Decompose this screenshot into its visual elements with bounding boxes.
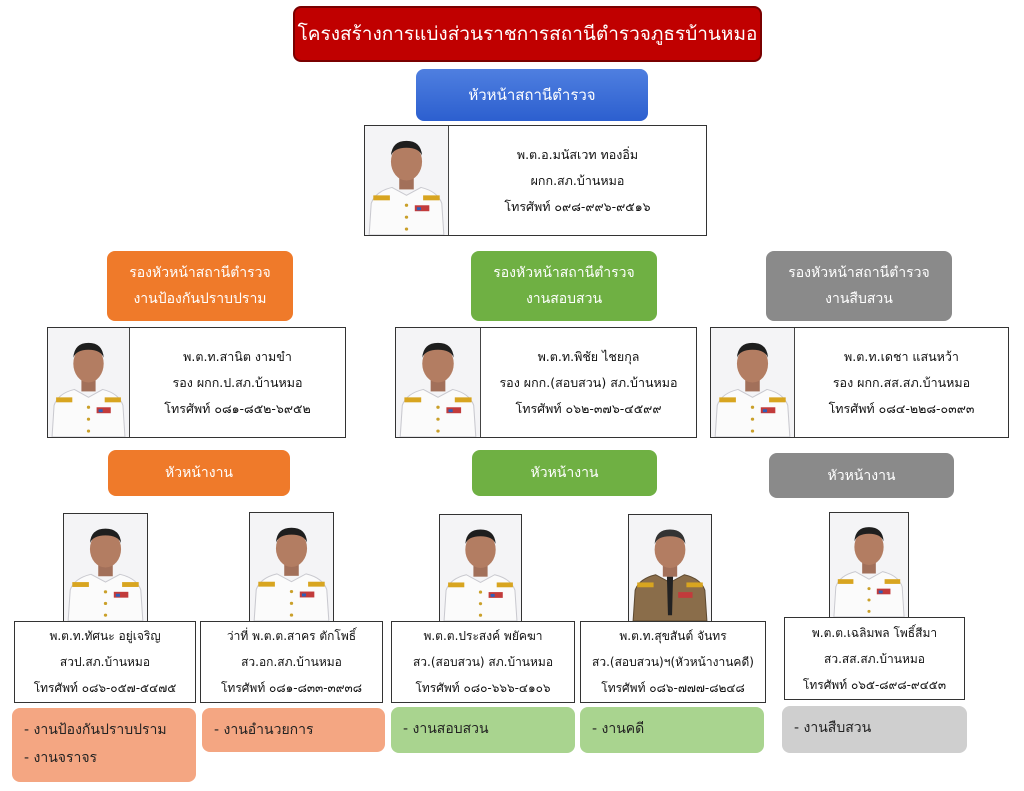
head-phone: โทรศัพท์ ๐๘๖-๐๕๗-๕๔๗๕ [33,681,177,695]
deputy-prevention-card: พ.ต.ท.สานิต งามขำ รอง ผกก.ป.สภ.บ้านหมอ โ… [47,327,346,438]
chief-header: หัวหน้าสถานีตำรวจ [416,69,648,121]
task-item: - งานคดี [592,721,645,737]
section-header-investigation: หัวหน้างาน [472,450,657,496]
deputy-crime-suppression-card: พ.ต.ท.เดชา แสนหว้า รอง ผกก.สส.สภ.บ้านหมอ… [710,327,1009,438]
head-position: สวป.สภ.บ้านหมอ [59,655,151,669]
head-name: พ.ต.ท.ทัศนะ อยู่เจริญ [49,629,161,643]
task-box: - งานคดี [580,707,764,753]
head-phone: โทรศัพท์ ๐๘๐-๖๖๖-๔๑๐๖ [415,681,551,695]
task-item: - งานอำนวยการ [214,722,314,738]
task-item: - งานสอบสวน [403,721,489,737]
chief-name: พ.ต.อ.มนัสเวท ทองอิ่ม [516,146,639,162]
head-photo [439,514,522,622]
deputy-header-unit: งานสอบสวน [525,291,603,307]
head-card: พ.ต.ต.เฉลิมพล โพธิ์สีมา สว.สส.สภ.บ้านหมอ… [784,617,965,700]
deputy-name: พ.ต.ท.สานิต งามขำ [183,348,292,364]
chief-position: ผกก.สภ.บ้านหมอ [530,172,625,188]
head-position: สว.(สอบสวน)ฯ(หัวหน้างานคดี) [592,655,754,669]
deputy-position: รอง ผกก.(สอบสวน) สภ.บ้านหมอ [499,374,678,390]
head-card: ว่าที่ พ.ต.ต.สาคร ตักโพธิ์ สว.อก.สภ.บ้าน… [200,621,383,703]
deputy-phone: โทรศัพท์ ๐๘๔-๒๒๘-๐๓๙๓ [828,400,975,416]
deputy-header-title: รองหัวหน้าสถานีตำรวจ [129,265,271,281]
head-position: สว.อก.สภ.บ้านหมอ [241,655,342,669]
deputy-crime-suppression-photo [711,328,795,437]
deputy-investigation-photo [396,328,481,437]
deputy-header-title: รองหัวหน้าสถานีตำรวจ [493,265,635,281]
head-photo [249,512,334,622]
chief-card: พ.ต.อ.มนัสเวท ทองอิ่ม ผกก.สภ.บ้านหมอ โทร… [364,125,707,236]
page-title: โครงสร้างการแบ่งส่วนราชการสถานีตำรวจภูธร… [293,6,762,62]
head-photo [628,514,712,622]
section-header-prevention: หัวหน้างาน [108,450,290,496]
head-photo [829,512,909,618]
head-name: พ.ต.ต.ประสงค์ พยัคฆา [423,629,543,643]
head-position: สว.(สอบสวน) สภ.บ้านหมอ [412,655,554,669]
deputy-position: รอง ผกก.ป.สภ.บ้านหมอ [172,374,303,390]
deputy-investigation-header: รองหัวหน้าสถานีตำรวจ งานสอบสวน [471,251,657,321]
head-phone: โทรศัพท์ ๐๘๑-๘๓๓-๓๙๓๘ [220,681,363,695]
head-phone: โทรศัพท์ ๐๘๖-๗๗๗-๘๒๔๘ [601,681,745,695]
task-box: - งานป้องกันปราบปราม - งานจราจร [12,708,196,782]
chief-info: พ.ต.อ.มนัสเวท ทองอิ่ม ผกก.สภ.บ้านหมอ โทร… [449,126,706,235]
head-name: พ.ต.ท.สุขสันต์ จันทร [619,629,727,643]
deputy-header-unit: งานสืบสวน [825,291,893,307]
head-card: พ.ต.ท.สุขสันต์ จันทร สว.(สอบสวน)ฯ(หัวหน้… [580,621,766,703]
deputy-phone: โทรศัพท์ ๐๘๑-๘๕๒-๖๙๕๒ [164,400,311,416]
deputy-crime-suppression-header: รองหัวหน้าสถานีตำรวจ งานสืบสวน [766,251,952,321]
head-position: สว.สส.สภ.บ้านหมอ [824,651,925,666]
task-item: - งานสืบสวน [794,720,872,736]
task-item: - งานจราจร [24,750,98,766]
deputy-investigation-card: พ.ต.ท.พิชัย ไชยกุล รอง ผกก.(สอบสวน) สภ.บ… [395,327,697,438]
head-name: พ.ต.ต.เฉลิมพล โพธิ์สีมา [811,625,938,640]
deputy-header-unit: งานป้องกันปราบปราม [133,291,267,307]
deputy-crime-suppression-info: พ.ต.ท.เดชา แสนหว้า รอง ผกก.สส.สภ.บ้านหมอ… [795,328,1008,437]
chief-phone: โทรศัพท์ ๐๙๘-๙๙๖-๙๕๑๖ [504,198,651,214]
deputy-prevention-photo [48,328,130,437]
task-box: - งานอำนวยการ [202,708,385,752]
task-box: - งานสอบสวน [391,707,575,753]
head-card: พ.ต.ต.ประสงค์ พยัคฆา สว.(สอบสวน) สภ.บ้าน… [391,621,575,703]
deputy-header-title: รองหัวหน้าสถานีตำรวจ [788,265,930,281]
deputy-phone: โทรศัพท์ ๐๖๒-๓๗๖-๔๕๙๙ [515,400,662,416]
head-name: ว่าที่ พ.ต.ต.สาคร ตักโพธิ์ [226,629,357,643]
deputy-investigation-info: พ.ต.ท.พิชัย ไชยกุล รอง ผกก.(สอบสวน) สภ.บ… [481,328,696,437]
deputy-name: พ.ต.ท.เดชา แสนหว้า [844,348,959,364]
task-item: - งานป้องกันปราบปราม [24,722,167,738]
head-phone: โทรศัพท์ ๐๖๕-๘๙๘-๙๔๕๓ [802,677,947,692]
section-header-crime-suppression: หัวหน้างาน [769,453,954,498]
deputy-prevention-header: รองหัวหน้าสถานีตำรวจ งานป้องกันปราบปราม [107,251,293,321]
head-photo [63,513,148,622]
task-box: - งานสืบสวน [782,706,967,753]
head-card: พ.ต.ท.ทัศนะ อยู่เจริญ สวป.สภ.บ้านหมอ โทร… [14,621,196,703]
deputy-prevention-info: พ.ต.ท.สานิต งามขำ รอง ผกก.ป.สภ.บ้านหมอ โ… [130,328,345,437]
deputy-position: รอง ผกก.สส.สภ.บ้านหมอ [832,374,971,390]
chief-photo [365,126,449,235]
deputy-name: พ.ต.ท.พิชัย ไชยกุล [537,348,640,364]
